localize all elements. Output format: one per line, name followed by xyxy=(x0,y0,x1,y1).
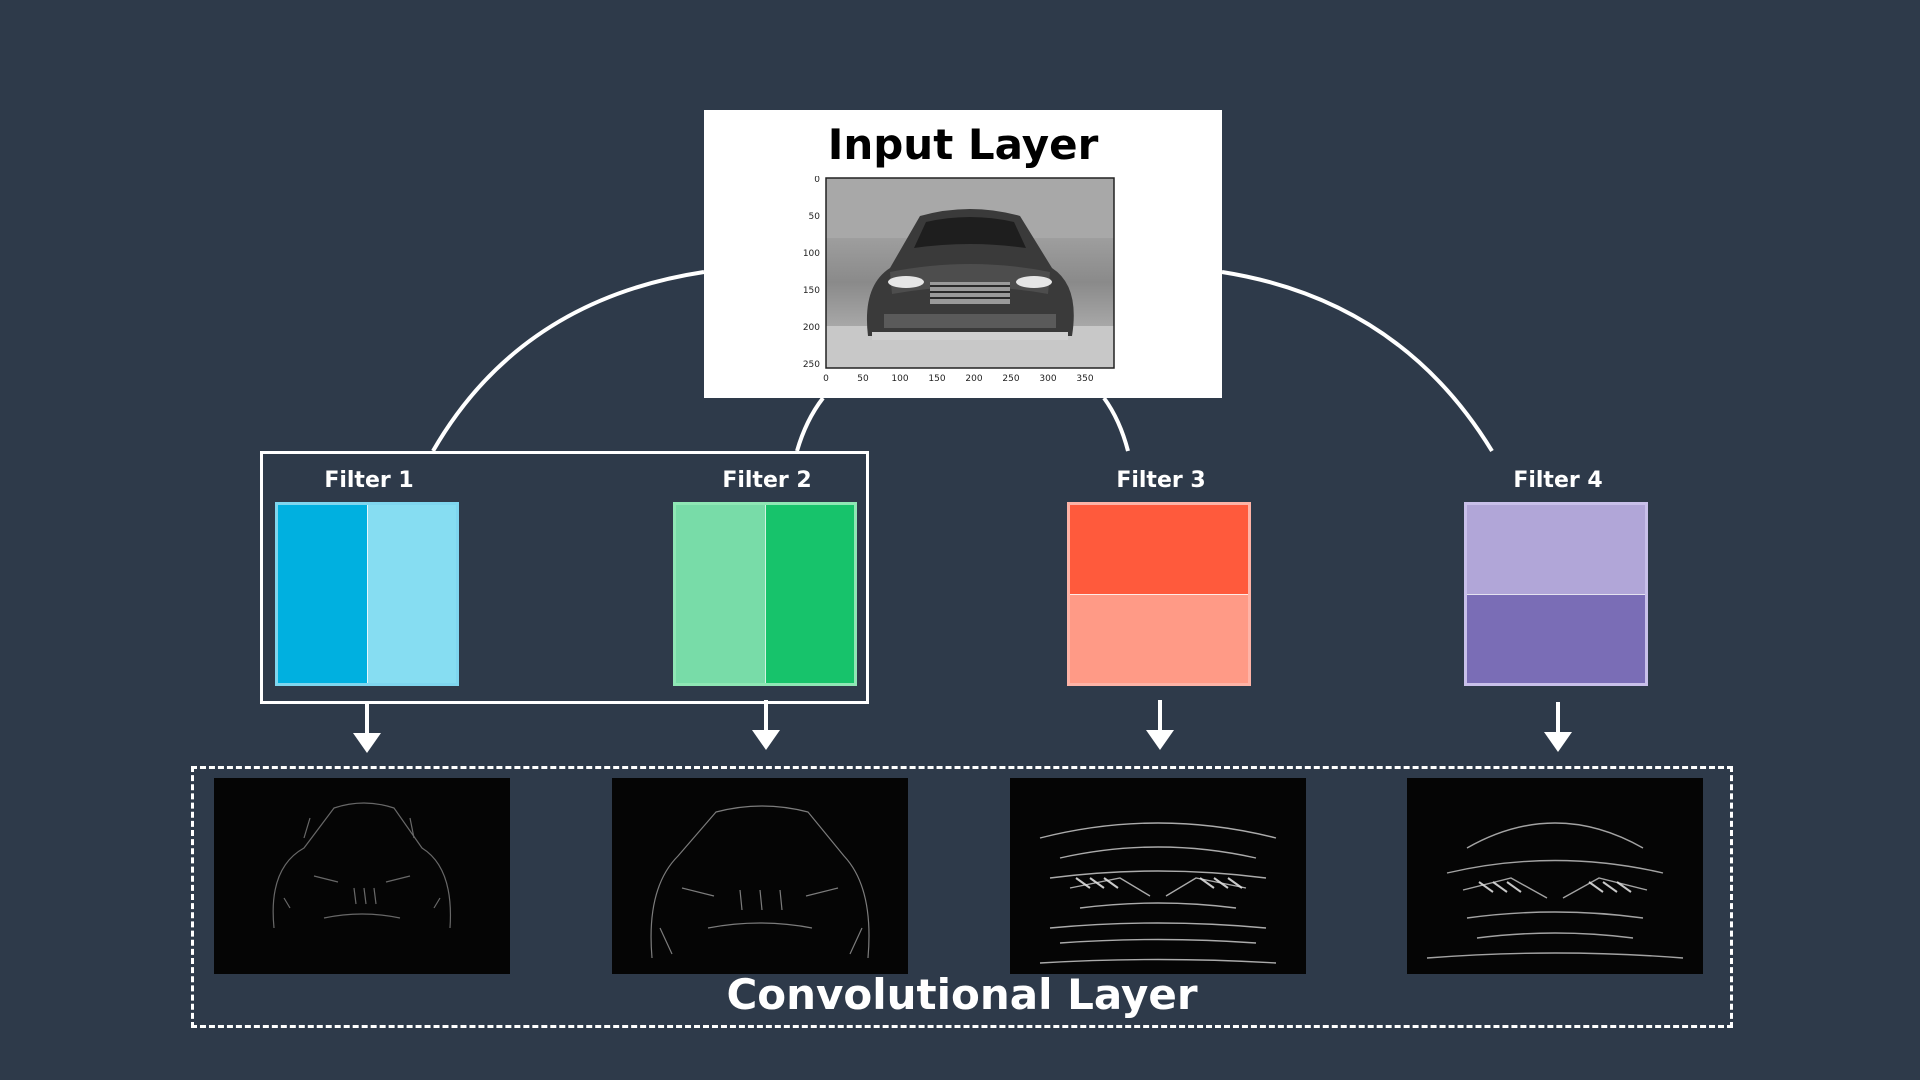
feature-map-2 xyxy=(612,778,908,974)
convolutional-layer-box xyxy=(191,766,1733,1028)
input-image-plot: 0 50 100 150 200 250 0 50 100 150 200 25… xyxy=(803,176,1115,384)
filter-4-cell-a xyxy=(1467,505,1645,594)
x-tick-4: 200 xyxy=(965,374,982,384)
x-tick-1: 50 xyxy=(857,374,869,384)
y-tick-1: 50 xyxy=(809,212,821,222)
filter-1-label: Filter 1 xyxy=(324,468,414,493)
connector-filter-4 xyxy=(1221,270,1494,453)
x-tick-0: 0 xyxy=(823,374,829,384)
filter-3-label: Filter 3 xyxy=(1116,468,1206,493)
filter-group-box xyxy=(260,451,869,704)
filter-2-kernel xyxy=(673,502,857,686)
filter-2-cell-a xyxy=(676,505,765,683)
connector-filter-2 xyxy=(795,396,825,452)
connector-filter-3 xyxy=(1102,396,1130,452)
filter-2-label: Filter 2 xyxy=(722,468,812,493)
x-tick-7: 350 xyxy=(1076,374,1093,384)
filter-3-cell-a xyxy=(1070,505,1248,594)
x-tick-3: 150 xyxy=(928,374,945,384)
filter-3-kernel xyxy=(1067,502,1251,686)
y-axis-ticks: 0 50 100 150 200 250 xyxy=(803,176,820,370)
arrow-down-icon xyxy=(353,703,381,753)
filter-3-cell-b xyxy=(1070,594,1248,683)
filter-1-cell-b xyxy=(367,505,456,683)
connector-filter-1 xyxy=(431,270,705,452)
y-tick-5: 250 xyxy=(803,360,820,370)
y-tick-3: 150 xyxy=(803,286,820,296)
x-tick-6: 300 xyxy=(1039,374,1056,384)
arrow-down-icon xyxy=(752,700,780,750)
filter-4-kernel xyxy=(1464,502,1648,686)
arrow-down-icon xyxy=(1146,700,1174,750)
input-layer-title: Input Layer xyxy=(827,120,1099,169)
y-tick-4: 200 xyxy=(803,323,820,333)
y-tick-0: 0 xyxy=(814,176,820,185)
filter-4-cell-b xyxy=(1467,594,1645,683)
feature-map-3 xyxy=(1010,778,1306,974)
feature-map-1 xyxy=(214,778,510,974)
filter-4-label: Filter 4 xyxy=(1513,468,1603,493)
x-axis-ticks: 0 50 100 150 200 250 300 350 xyxy=(823,374,1094,384)
x-tick-2: 100 xyxy=(891,374,908,384)
filter-2-cell-b xyxy=(765,505,854,683)
x-tick-5: 250 xyxy=(1002,374,1019,384)
y-tick-2: 100 xyxy=(803,249,820,259)
feature-map-4 xyxy=(1407,778,1703,974)
filter-1-cell-a xyxy=(278,505,367,683)
filter-1-kernel xyxy=(275,502,459,686)
input-layer-card: Input Layer xyxy=(704,110,1222,398)
arrow-down-icon xyxy=(1544,702,1572,752)
convolutional-layer-title: Convolutional Layer xyxy=(726,970,1198,1019)
